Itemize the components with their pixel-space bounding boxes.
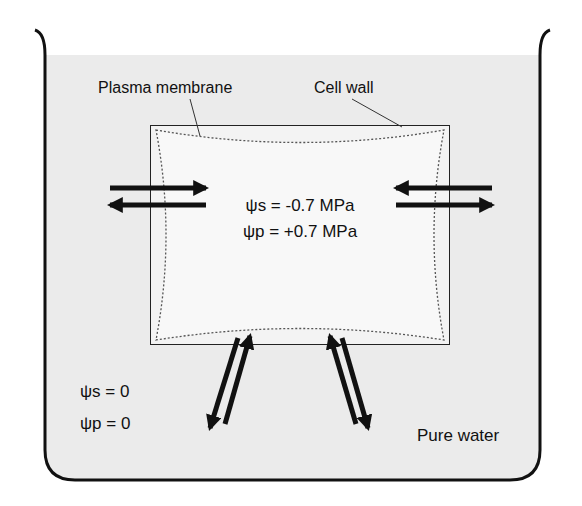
part-label: Plasma membrane bbox=[98, 78, 232, 98]
water-fill bbox=[45, 55, 540, 480]
water-flow-arrow bbox=[330, 336, 356, 424]
leader-line bbox=[352, 99, 402, 127]
leader-line bbox=[190, 99, 200, 136]
water-flow-arrow bbox=[110, 203, 206, 208]
cell-potential-label: ψs = -0.7 MPa bbox=[151, 196, 449, 216]
water-potential-label: ψp = 0 bbox=[80, 414, 130, 434]
water-flow-arrow bbox=[396, 186, 492, 191]
part-label: Cell wall bbox=[314, 78, 374, 98]
water-flow-arrow bbox=[110, 186, 206, 191]
cell-potential-label: ψp = +0.7 MPa bbox=[151, 222, 449, 242]
beaker-wall bbox=[35, 30, 550, 480]
water-flow-arrow bbox=[342, 338, 368, 428]
plant-cell: ψs = -0.7 MPa ψp = +0.7 MPa bbox=[150, 125, 450, 345]
water-flow-arrow bbox=[210, 338, 238, 428]
water-flow-arrow bbox=[396, 203, 492, 208]
water-potential-label: Pure water bbox=[417, 426, 499, 446]
water-potential-label: ψs = 0 bbox=[80, 382, 129, 402]
water-beaker: ψs = 0 ψp = 0 Pure water ψs = -0.7 MPa ψp = … bbox=[35, 30, 550, 485]
water-flow-arrow bbox=[225, 336, 250, 424]
